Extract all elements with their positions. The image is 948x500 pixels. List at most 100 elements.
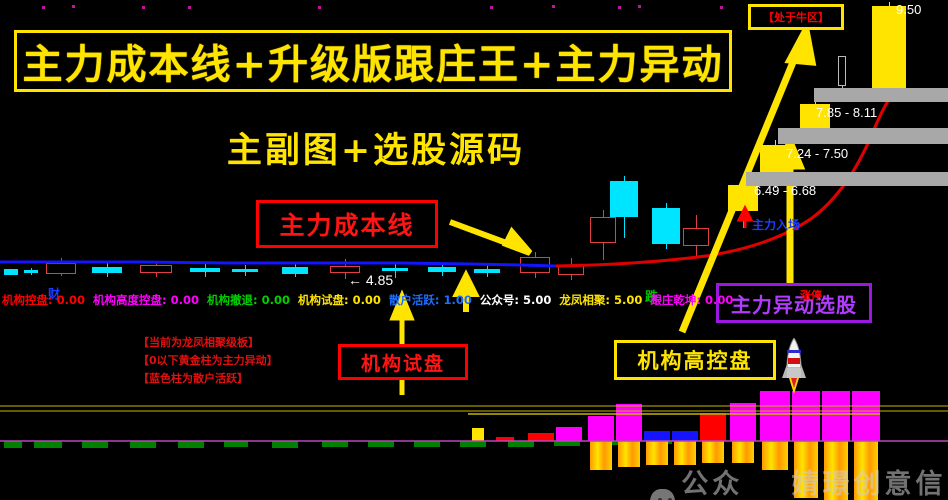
candle-body xyxy=(610,181,638,217)
status-item-value: 5.00 xyxy=(614,293,643,307)
lower-pane-bar xyxy=(822,391,850,441)
status-item-label: 跟庄乾坤: xyxy=(650,293,705,307)
gold-bar xyxy=(618,441,640,468)
bull-zone-badge: 【处于牛区】 xyxy=(748,4,844,30)
candle-body xyxy=(232,269,258,272)
main-title-banner: 主力成本线+升级版跟庄王+主力异动 xyxy=(14,30,732,92)
gold-bar xyxy=(824,441,848,500)
price-label-724-750: 7.24 - 7.50 xyxy=(786,146,849,161)
gold-bar xyxy=(732,441,754,463)
candle-body xyxy=(838,56,846,86)
subtitle-text: 主副图+选股源码 xyxy=(226,130,526,171)
lower-pane-bar xyxy=(496,437,514,441)
cost-line-value-label: ← 4.85 xyxy=(348,272,394,288)
price-band xyxy=(746,172,948,186)
watermark-name: 婧璟创意信息 xyxy=(791,469,947,500)
candle-body xyxy=(190,268,220,272)
lower-pane-bar xyxy=(852,391,880,441)
volume-bar xyxy=(130,441,156,448)
volume-bar xyxy=(4,441,22,448)
watermark-prefix: 公众号： xyxy=(681,469,744,500)
lower-pane-bar xyxy=(588,416,614,441)
candle-body xyxy=(282,267,308,274)
lower-pane-bar xyxy=(700,413,726,441)
status-item-label: 散户活跃: xyxy=(388,293,444,307)
status-item-value: 1.00 xyxy=(443,293,472,307)
callout-cost-line: 主力成本线 xyxy=(256,200,438,248)
status-item-label: 机构撤退: xyxy=(206,293,262,307)
lower-pane-bar xyxy=(528,433,554,441)
volume-bar xyxy=(460,441,486,447)
lower-pane-bar xyxy=(792,391,820,441)
top-dot xyxy=(188,6,191,9)
top-dot xyxy=(42,6,45,9)
lower-pane-bar xyxy=(556,427,582,441)
rocket-icon xyxy=(782,337,806,398)
status-item-value: 0.00 xyxy=(705,293,734,307)
candle-body xyxy=(92,267,122,273)
top-dot xyxy=(318,6,321,9)
main-title-text: 主力成本线+升级版跟庄王+主力异动 xyxy=(22,41,724,88)
top-dot xyxy=(618,6,621,9)
top-dot xyxy=(72,5,75,8)
price-label-649-668: 6.49 - 6.68 xyxy=(754,183,817,198)
gold-bar xyxy=(590,441,612,470)
volume-bar xyxy=(508,441,534,447)
top-dot xyxy=(490,6,493,9)
note-line-3: 【蓝色柱为散户活跃】 xyxy=(138,372,248,385)
status-item: 公众号: 5.00 xyxy=(480,293,551,307)
candle-body xyxy=(4,269,18,275)
status-item-value: 5.00 xyxy=(523,293,552,307)
callout-cost-line-label: 主力成本线 xyxy=(279,211,415,240)
price-label-950: 9.50 xyxy=(896,2,922,17)
status-item: 机构撤退: 0.00 xyxy=(207,293,290,307)
status-item-label: 机构控盘: xyxy=(2,293,57,307)
status-item-label: 机构高度控盘: xyxy=(92,293,171,307)
volume-bar xyxy=(178,441,204,448)
marker-limit-up: 涨停 xyxy=(800,289,822,302)
callout-institution-high-control: 机构高控盘 xyxy=(614,340,776,380)
note-line-2: 【0以下黄金柱为主力异动】 xyxy=(138,354,278,367)
volume-bar xyxy=(554,441,580,446)
volume-bar xyxy=(600,441,626,445)
lower-pane-bar xyxy=(730,403,756,441)
candle-body xyxy=(520,257,550,273)
callout-institution-test-label: 机构试盘 xyxy=(360,352,445,375)
lower-pane-bar xyxy=(616,404,642,441)
gold-bar xyxy=(702,441,724,463)
status-item-value: 0.00 xyxy=(261,293,290,307)
candle-body xyxy=(382,268,408,271)
volume-bar xyxy=(368,441,394,447)
top-dot xyxy=(142,6,145,9)
gold-bar xyxy=(674,441,696,466)
status-item: 散户活跃: 1.00 xyxy=(389,293,472,307)
callout-main-force-anomaly-pick-label: 主力异动选股 xyxy=(731,292,857,317)
callout-institution-test: 机构试盘 xyxy=(338,344,468,380)
lower-pane-bar xyxy=(644,431,670,441)
candle-body xyxy=(140,265,172,273)
note-line-1: 【当前为龙凤相聚级板】 xyxy=(138,336,259,349)
volume-bar xyxy=(322,441,348,447)
status-item: 跟庄乾坤: 0.00 xyxy=(650,293,733,307)
volume-bar xyxy=(414,441,440,447)
candle-body xyxy=(474,269,500,273)
status-item: 龙凤相聚: 5.00 xyxy=(559,293,642,307)
status-item-value: 0.00 xyxy=(352,293,381,307)
candle-body xyxy=(590,217,616,243)
gold-bar xyxy=(646,441,668,466)
watermark: 公众号： 婧璟创意信息 xyxy=(650,462,948,500)
price-band xyxy=(778,128,948,144)
status-item-value: 0.00 xyxy=(56,293,85,307)
status-item: 机构控盘: 0.00 xyxy=(2,293,85,307)
gold-bar xyxy=(854,441,878,500)
price-band xyxy=(814,88,948,102)
candle-body xyxy=(558,265,584,275)
status-item-value: 0.00 xyxy=(170,293,199,307)
volume-bar xyxy=(34,441,62,448)
lower-pane-bar xyxy=(472,428,484,441)
candle-body xyxy=(872,6,906,88)
status-item-label: 公众号: xyxy=(479,293,524,307)
status-item-label: 龙凤相聚: xyxy=(559,293,615,307)
status-item: 机构试盘: 0.00 xyxy=(298,293,381,307)
